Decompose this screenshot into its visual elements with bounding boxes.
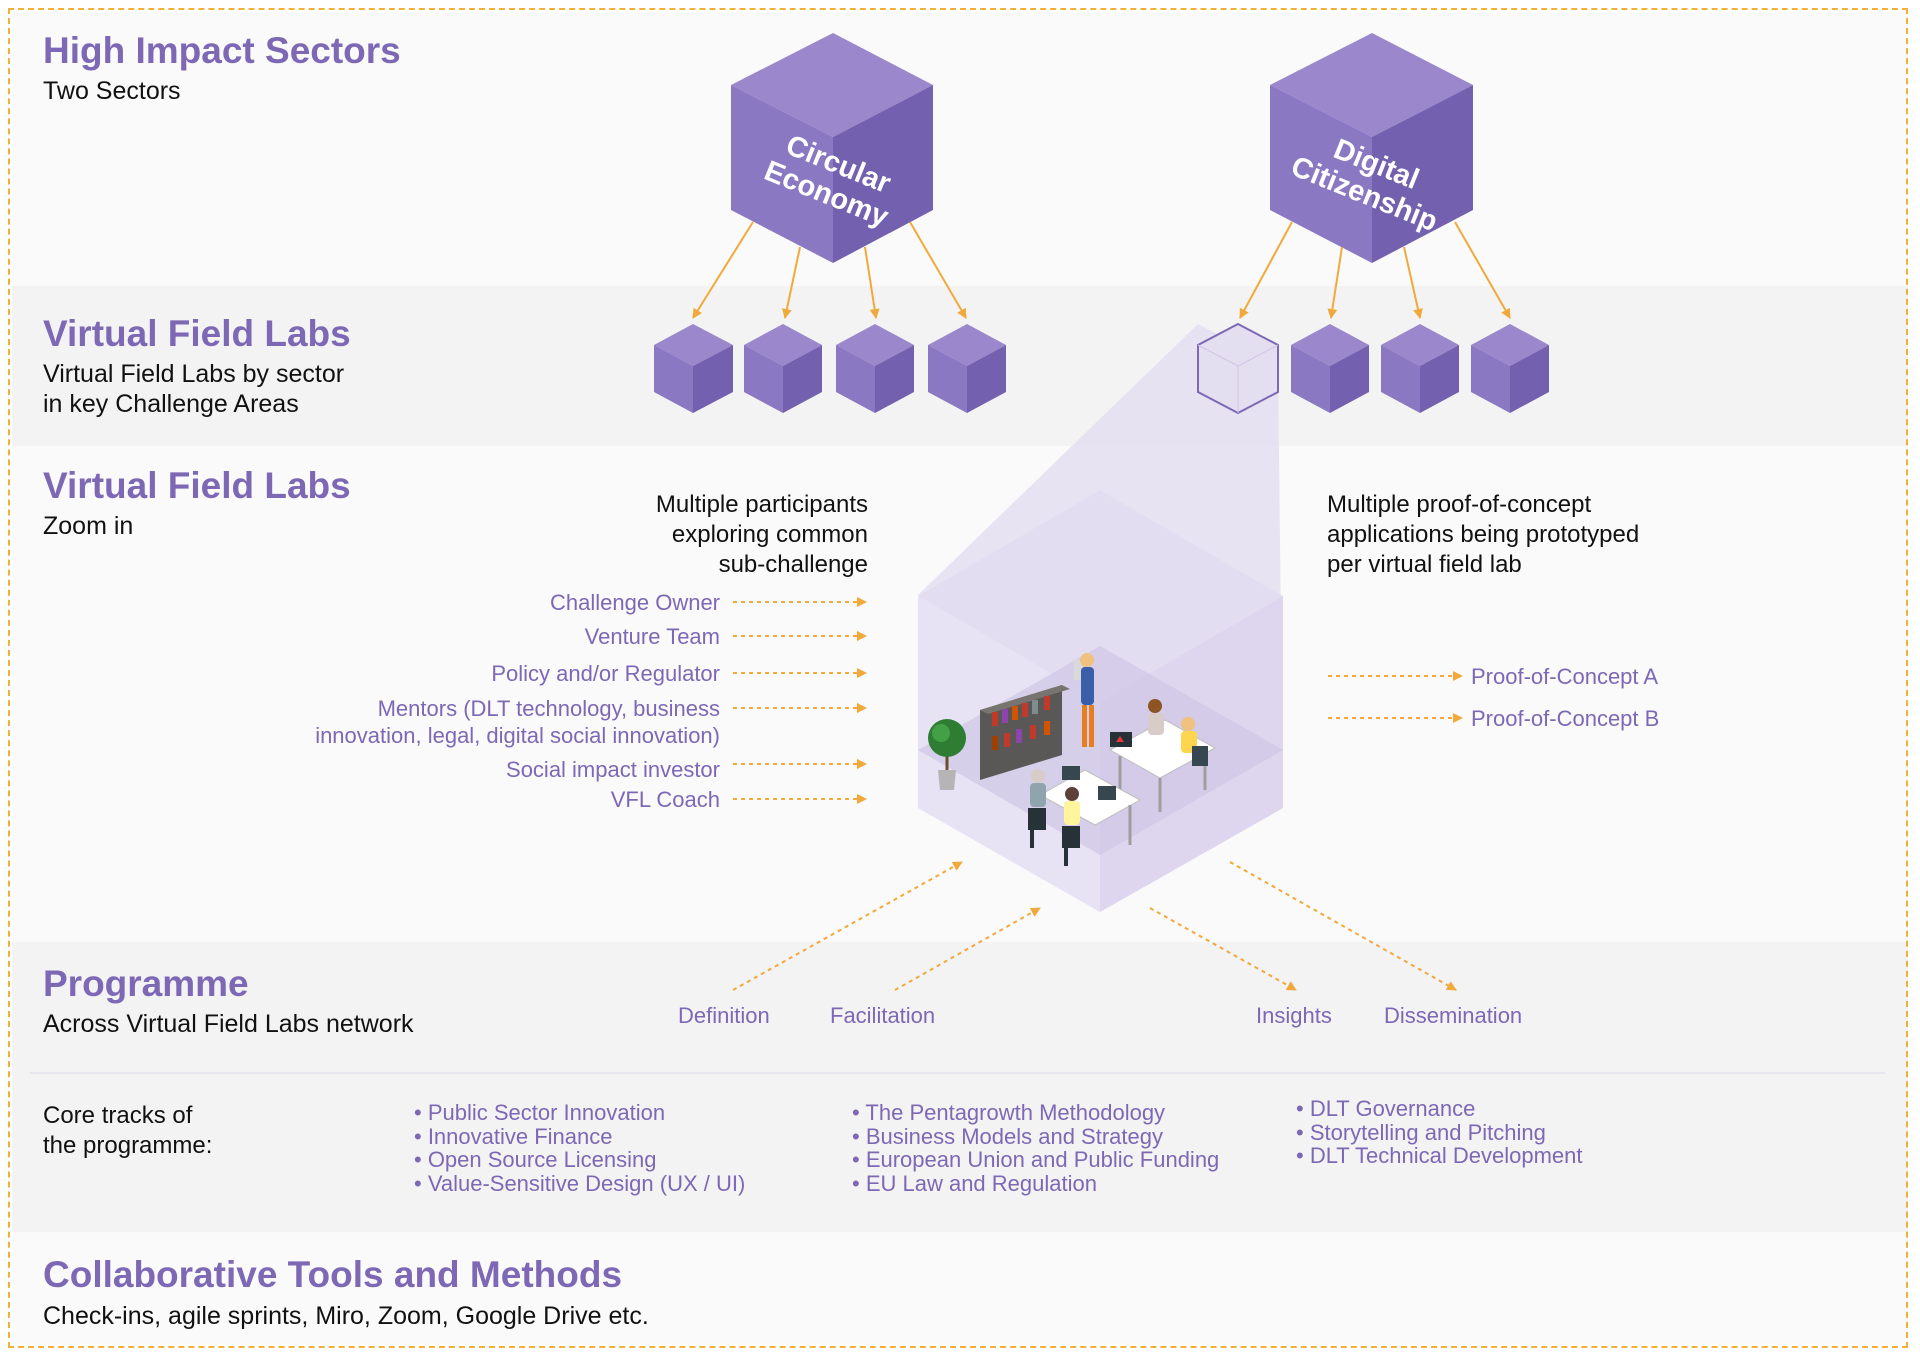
participant-investor: Social impact investor xyxy=(506,757,720,782)
track-col2: • The Pentagrowth Methodology • Business… xyxy=(852,1101,1219,1195)
labs-subtitle-line2: in key Challenge Areas xyxy=(43,390,299,418)
arrow-icon xyxy=(1229,861,1457,991)
track-item: • DLT Governance xyxy=(1296,1096,1476,1121)
sector-cube-icon xyxy=(1270,33,1473,263)
core-tracks-label-line1: Core tracks of xyxy=(43,1102,193,1129)
zoom-subtitle: Zoom in xyxy=(43,512,134,540)
arrow-icon xyxy=(1403,246,1423,319)
zoom-title: Virtual Field Labs xyxy=(43,465,351,506)
participant-vfl-coach: VFL Coach xyxy=(610,787,720,812)
arrow-icon xyxy=(781,246,801,319)
arrow-icon xyxy=(1327,246,1343,319)
office-scene-illustration xyxy=(928,653,1217,866)
participants-header-line1: Multiple participants xyxy=(655,491,868,518)
band-sectors xyxy=(12,12,1908,286)
track-col3: • DLT Governance • Storytelling and Pitc… xyxy=(1296,1097,1583,1168)
sector-cube-icon xyxy=(731,33,933,263)
step-insights: Insights xyxy=(1256,1003,1332,1028)
step-facilitation: Facilitation xyxy=(830,1003,936,1028)
arrow-icon xyxy=(1239,221,1293,319)
lab-cube-icon xyxy=(928,324,1006,413)
sectors-title: High Impact Sectors xyxy=(43,30,401,71)
poc-a: Proof-of-Concept A xyxy=(1471,664,1659,689)
track-item: • Public Sector Innovation xyxy=(414,1100,666,1125)
track-item: • Open Source Licensing xyxy=(414,1147,657,1172)
track-item: • EU Law and Regulation xyxy=(852,1170,1097,1196)
track-item: • The Pentagrowth Methodology xyxy=(852,1100,1166,1125)
lab-cube-icon-selected xyxy=(1197,322,1279,415)
participant-mentors-line2: innovation, legal, digital social innova… xyxy=(315,723,720,748)
dashed-frame xyxy=(8,8,1908,1348)
track-item: • Value-Sensitive Design (UX / UI) xyxy=(414,1170,746,1196)
track-item: • DLT Technical Development xyxy=(1296,1143,1583,1168)
track-item: • Business Models and Strategy xyxy=(852,1123,1163,1149)
poc-header-line3: per virtual field lab xyxy=(1327,551,1522,578)
lab-cube-icon xyxy=(744,324,822,413)
participant-venture-team: Venture Team xyxy=(584,624,720,649)
track-item: • Storytelling and Pitching xyxy=(1296,1119,1546,1145)
sectors-subtitle: Two Sectors xyxy=(43,77,181,105)
programme-title: Programme xyxy=(43,963,249,1004)
arrow-icon xyxy=(692,221,754,319)
band-tools xyxy=(12,1232,1908,1344)
track-item: • Innovative Finance xyxy=(414,1123,613,1149)
lab-cube-icon xyxy=(1381,324,1459,413)
track-item: • European Union and Public Funding xyxy=(852,1147,1220,1172)
arrow-icon xyxy=(909,221,967,319)
poc-header-line1: Multiple proof-of-concept xyxy=(1327,491,1592,518)
lab-cube-icon xyxy=(1291,324,1369,413)
programme-subtitle: Across Virtual Field Labs network xyxy=(43,1010,414,1038)
labs-title: Virtual Field Labs xyxy=(43,313,351,354)
labs-subtitle-line1: Virtual Field Labs by sector xyxy=(43,360,345,388)
participants-header-line2: exploring common xyxy=(671,521,868,548)
participant-challenge-owner: Challenge Owner xyxy=(550,590,720,615)
band-programme xyxy=(12,942,1908,1232)
arrow-icon xyxy=(894,907,1041,991)
lab-cube-icon xyxy=(836,324,914,413)
core-tracks-label-line2: the programme: xyxy=(43,1132,213,1159)
poc-header-line2: applications being prototyped xyxy=(1327,521,1640,548)
participant-mentors-line1: Mentors (DLT technology, business xyxy=(377,696,720,721)
participant-regulator: Policy and/or Regulator xyxy=(491,661,720,686)
track-col1: • Public Sector Innovation • Innovative … xyxy=(414,1101,745,1195)
participants-header-line3: sub-challenge xyxy=(718,551,868,578)
tools-subtitle: Check-ins, agile sprints, Miro, Zoom, Go… xyxy=(43,1302,649,1330)
programme-divider xyxy=(30,1072,1885,1074)
arrow-icon xyxy=(732,861,963,991)
step-definition: Definition xyxy=(678,1003,770,1028)
poc-b: Proof-of-Concept B xyxy=(1471,706,1660,731)
lab-cube-icon xyxy=(1471,324,1549,413)
arrow-icon xyxy=(1454,221,1511,319)
step-dissemination: Dissemination xyxy=(1384,1003,1523,1028)
arrow-icon xyxy=(1149,907,1297,991)
lab-cube-icon xyxy=(654,324,733,413)
tools-title: Collaborative Tools and Methods xyxy=(43,1254,623,1295)
arrow-icon xyxy=(864,246,880,319)
